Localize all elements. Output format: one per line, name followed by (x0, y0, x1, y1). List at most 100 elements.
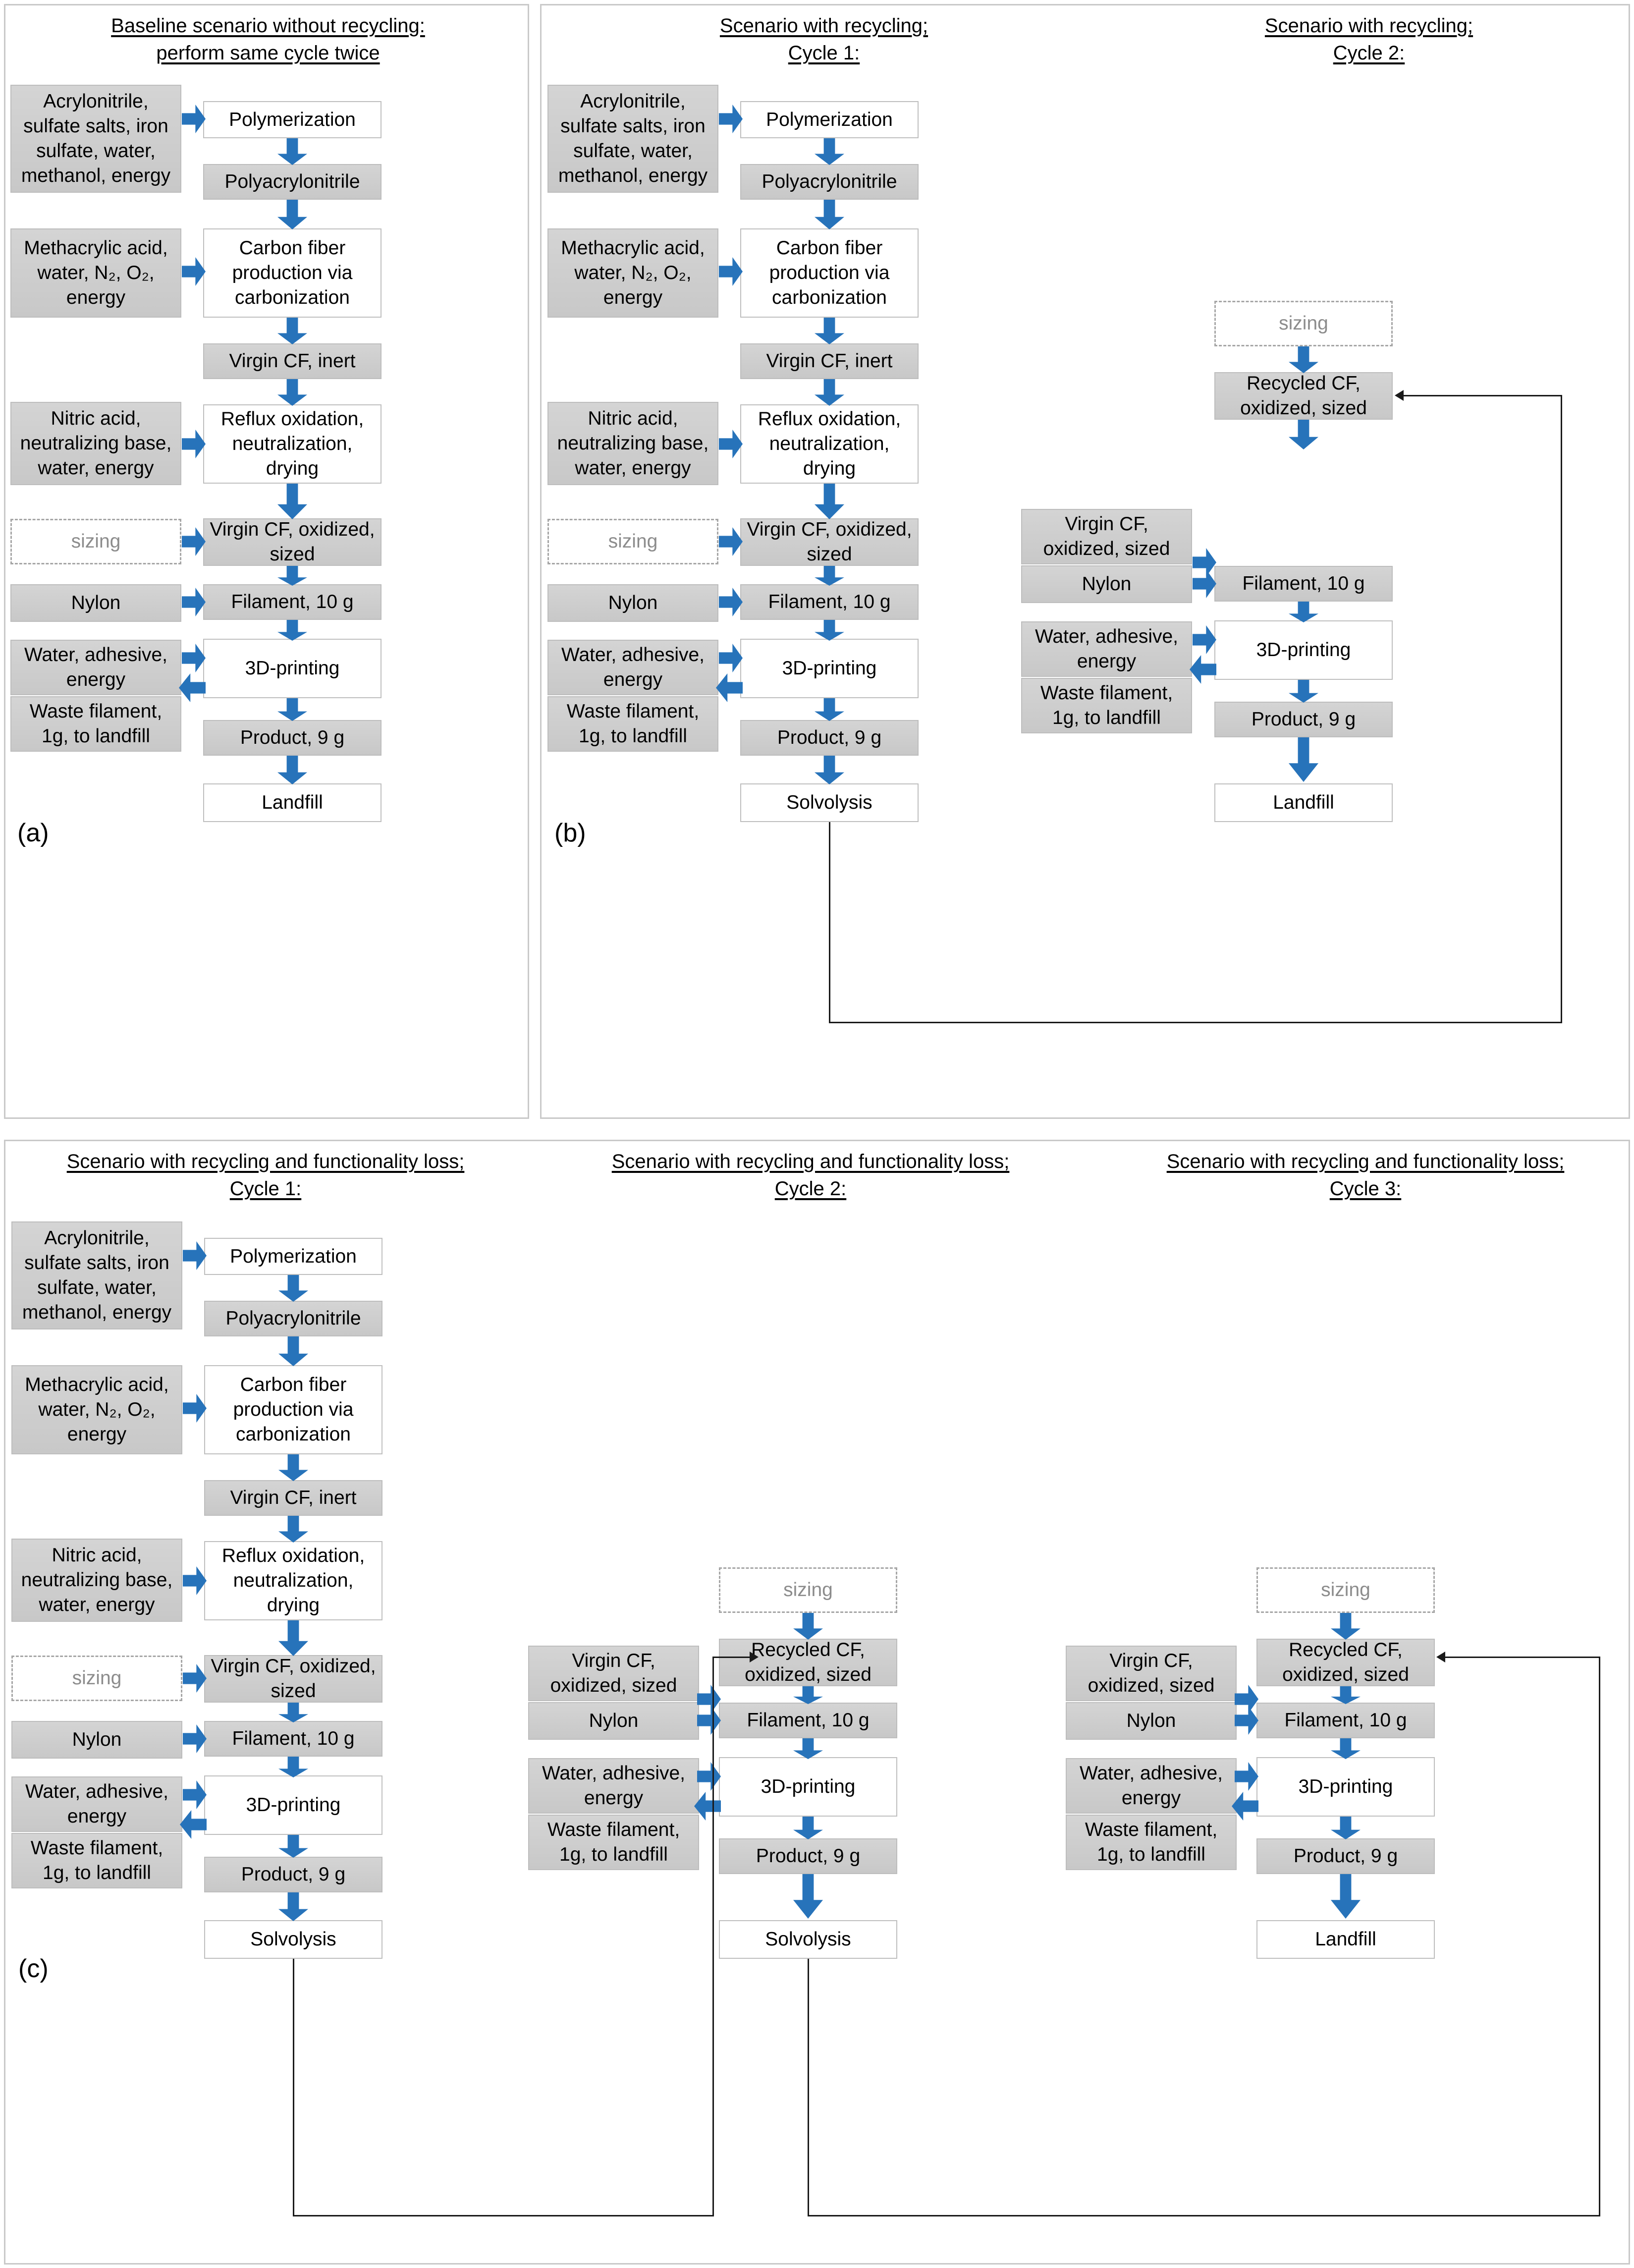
box-3d-printing: 3D-printing (203, 639, 381, 698)
arrow-down-recycledcf (1331, 1686, 1361, 1704)
panel-c-heading1-line2: Cycle 1: (229, 1178, 302, 1200)
arrow-right-virgin-cf (1193, 548, 1216, 577)
box-nitric-acid: Nitric acid, neutralizing base, water, e… (10, 402, 181, 485)
box-nylon: Nylon (547, 584, 718, 622)
box-acrylonitrile: Acrylonitrile, sulfate salts, iron sulfa… (10, 85, 181, 193)
box-waste-filament: Waste filament, 1g, to landfill (11, 1833, 182, 1888)
box-nitric-acid: Nitric acid, neutralizing base, water, e… (11, 1539, 182, 1622)
box-solvolysis: Solvolysis (719, 1920, 897, 1959)
panel-b-heading-cycle1: Scenario with recycling; Cycle 1: (561, 12, 1087, 67)
arrow-right-sizing (182, 527, 206, 556)
arrow-right-nylon (182, 588, 206, 616)
arrow-right-acrylonitrile (719, 105, 743, 133)
box-sizing: sizing (1214, 301, 1393, 346)
arrow-down-printing (793, 1817, 823, 1839)
arrow-right-virgin-cf (1235, 1685, 1258, 1714)
arrow-right-nitric (719, 430, 743, 458)
loop1-line-vertical-down (293, 1959, 294, 2216)
arrow-right-nylon (1235, 1706, 1258, 1735)
box-carbon-fiber-production: Carbon fiber production via carbonizatio… (740, 228, 919, 318)
arrow-down-product (277, 756, 307, 784)
arrow-down-sizing (793, 1613, 823, 1640)
box-virgin-cf-inert: Virgin CF, inert (740, 343, 919, 379)
box-carbon-fiber-production: Carbon fiber production via carbonizatio… (204, 1365, 382, 1454)
loop1-line-horizontal (293, 2215, 714, 2216)
arrow-left-waste-filament (694, 1792, 721, 1821)
panel-c-heading2-line2: Cycle 2: (774, 1178, 847, 1200)
panel-b-heading1-line2: Cycle 1: (788, 42, 860, 64)
arrow-down-virgincf-sized (277, 566, 307, 586)
box-nylon: Nylon (528, 1702, 699, 1740)
loop-line-vertical-up (1561, 395, 1562, 1023)
panel-c-heading2-line1: Scenario with recycling and functionalit… (611, 1151, 1010, 1172)
loop-arrowhead (1395, 390, 1404, 401)
box-virgin-cf-oxidized-sized: Virgin CF, oxidized, sized (204, 1655, 382, 1703)
loop2-arrowhead (1436, 1652, 1445, 1662)
box-virgin-cf-oxidized-sized: Virgin CF, oxidized, sized (203, 518, 381, 566)
loop2-line-horizontal (808, 2215, 1600, 2216)
arrow-down-polymerization (815, 138, 844, 165)
box-polyacrylonitrile: Polyacrylonitrile (740, 164, 919, 200)
arrow-right-sizing (719, 527, 743, 556)
box-nylon: Nylon (1021, 565, 1192, 603)
box-3d-printing: 3D-printing (719, 1757, 897, 1817)
arrow-down-sizing (1331, 1613, 1361, 1640)
arrow-right-water-adhesive (697, 1762, 721, 1791)
box-3d-printing: 3D-printing (1214, 620, 1393, 680)
arrow-down-recycledcf (1289, 420, 1318, 449)
panel-c: Scenario with recycling and functionalit… (4, 1140, 1630, 2265)
box-reflux-oxidation: Reflux oxidation, neutralization, drying (204, 1541, 382, 1620)
panel-c-heading3-line1: Scenario with recycling and functionalit… (1166, 1151, 1565, 1172)
box-3d-printing: 3D-printing (740, 639, 919, 698)
box-sizing: sizing (547, 519, 718, 564)
arrow-right-nylon (697, 1706, 721, 1735)
box-filament: Filament, 10 g (1256, 1703, 1435, 1738)
box-nylon: Nylon (11, 1721, 182, 1759)
box-solvolysis: Solvolysis (204, 1920, 382, 1959)
panel-a-label: (a) (17, 819, 49, 847)
box-product: Product, 9 g (1214, 702, 1393, 737)
box-carbon-fiber-production: Carbon fiber production via carbonizatio… (203, 228, 381, 318)
box-filament: Filament, 10 g (1214, 566, 1393, 602)
box-virgin-cf-oxidized-sized: Virgin CF, oxidized, sized (740, 518, 919, 566)
arrow-left-waste-filament (1232, 1792, 1258, 1821)
arrow-right-nylon (1193, 569, 1216, 598)
box-methacrylic-acid: Methacrylic acid, water, N₂, O₂, energy (10, 228, 181, 318)
arrow-down-product (815, 756, 844, 784)
box-water-adhesive: Water, adhesive, energy (547, 640, 718, 695)
arrow-down-filament (277, 620, 307, 641)
box-methacrylic-acid: Methacrylic acid, water, N₂, O₂, energy (11, 1365, 182, 1454)
panel-b: Scenario with recycling; Cycle 1: Scenar… (540, 4, 1630, 1119)
box-virgin-cf-oxidized-sized-input: Virgin CF, oxidized, sized (528, 1646, 699, 1701)
arrow-down-virgincf-inert (278, 1516, 308, 1543)
arrow-right-nitric (182, 430, 206, 458)
box-polymerization: Polymerization (204, 1238, 382, 1275)
box-3d-printing: 3D-printing (204, 1775, 382, 1835)
arrow-right-water-adhesive (719, 644, 743, 672)
arrow-down-carbonfiber (815, 318, 844, 344)
arrow-down-printing (277, 698, 307, 721)
arrow-down-polymerization (277, 138, 307, 165)
arrow-right-water-adhesive (1235, 1762, 1258, 1791)
arrow-down-recycledcf (793, 1686, 823, 1704)
arrow-down-filament (1331, 1738, 1361, 1759)
arrow-right-water-adhesive (183, 1780, 207, 1809)
arrow-right-sizing (183, 1664, 207, 1693)
box-landfill: Landfill (1256, 1920, 1435, 1959)
box-recycled-cf-oxidized-sized: Recycled CF, oxidized, sized (1256, 1639, 1435, 1686)
box-water-adhesive: Water, adhesive, energy (528, 1758, 699, 1814)
box-sizing: sizing (11, 1656, 182, 1701)
arrow-down-reflux (277, 484, 307, 519)
arrow-right-acrylonitrile (183, 1241, 207, 1270)
box-virgin-cf-inert: Virgin CF, inert (203, 343, 381, 379)
arrow-down-carbonfiber (278, 1454, 308, 1481)
loop-line-vertical-down (829, 822, 830, 1023)
panel-a-heading: Baseline scenario without recycling: per… (20, 12, 516, 67)
box-polyacrylonitrile: Polyacrylonitrile (203, 164, 381, 200)
panel-b-heading-cycle2: Scenario with recycling; Cycle 2: (1126, 12, 1612, 67)
arrow-left-waste-filament (180, 1810, 207, 1839)
loop1-arrowhead (750, 1652, 759, 1662)
arrow-right-methacrylic (182, 257, 206, 286)
box-waste-filament: Waste filament, 1g, to landfill (10, 696, 181, 752)
box-product: Product, 9 g (203, 720, 381, 756)
